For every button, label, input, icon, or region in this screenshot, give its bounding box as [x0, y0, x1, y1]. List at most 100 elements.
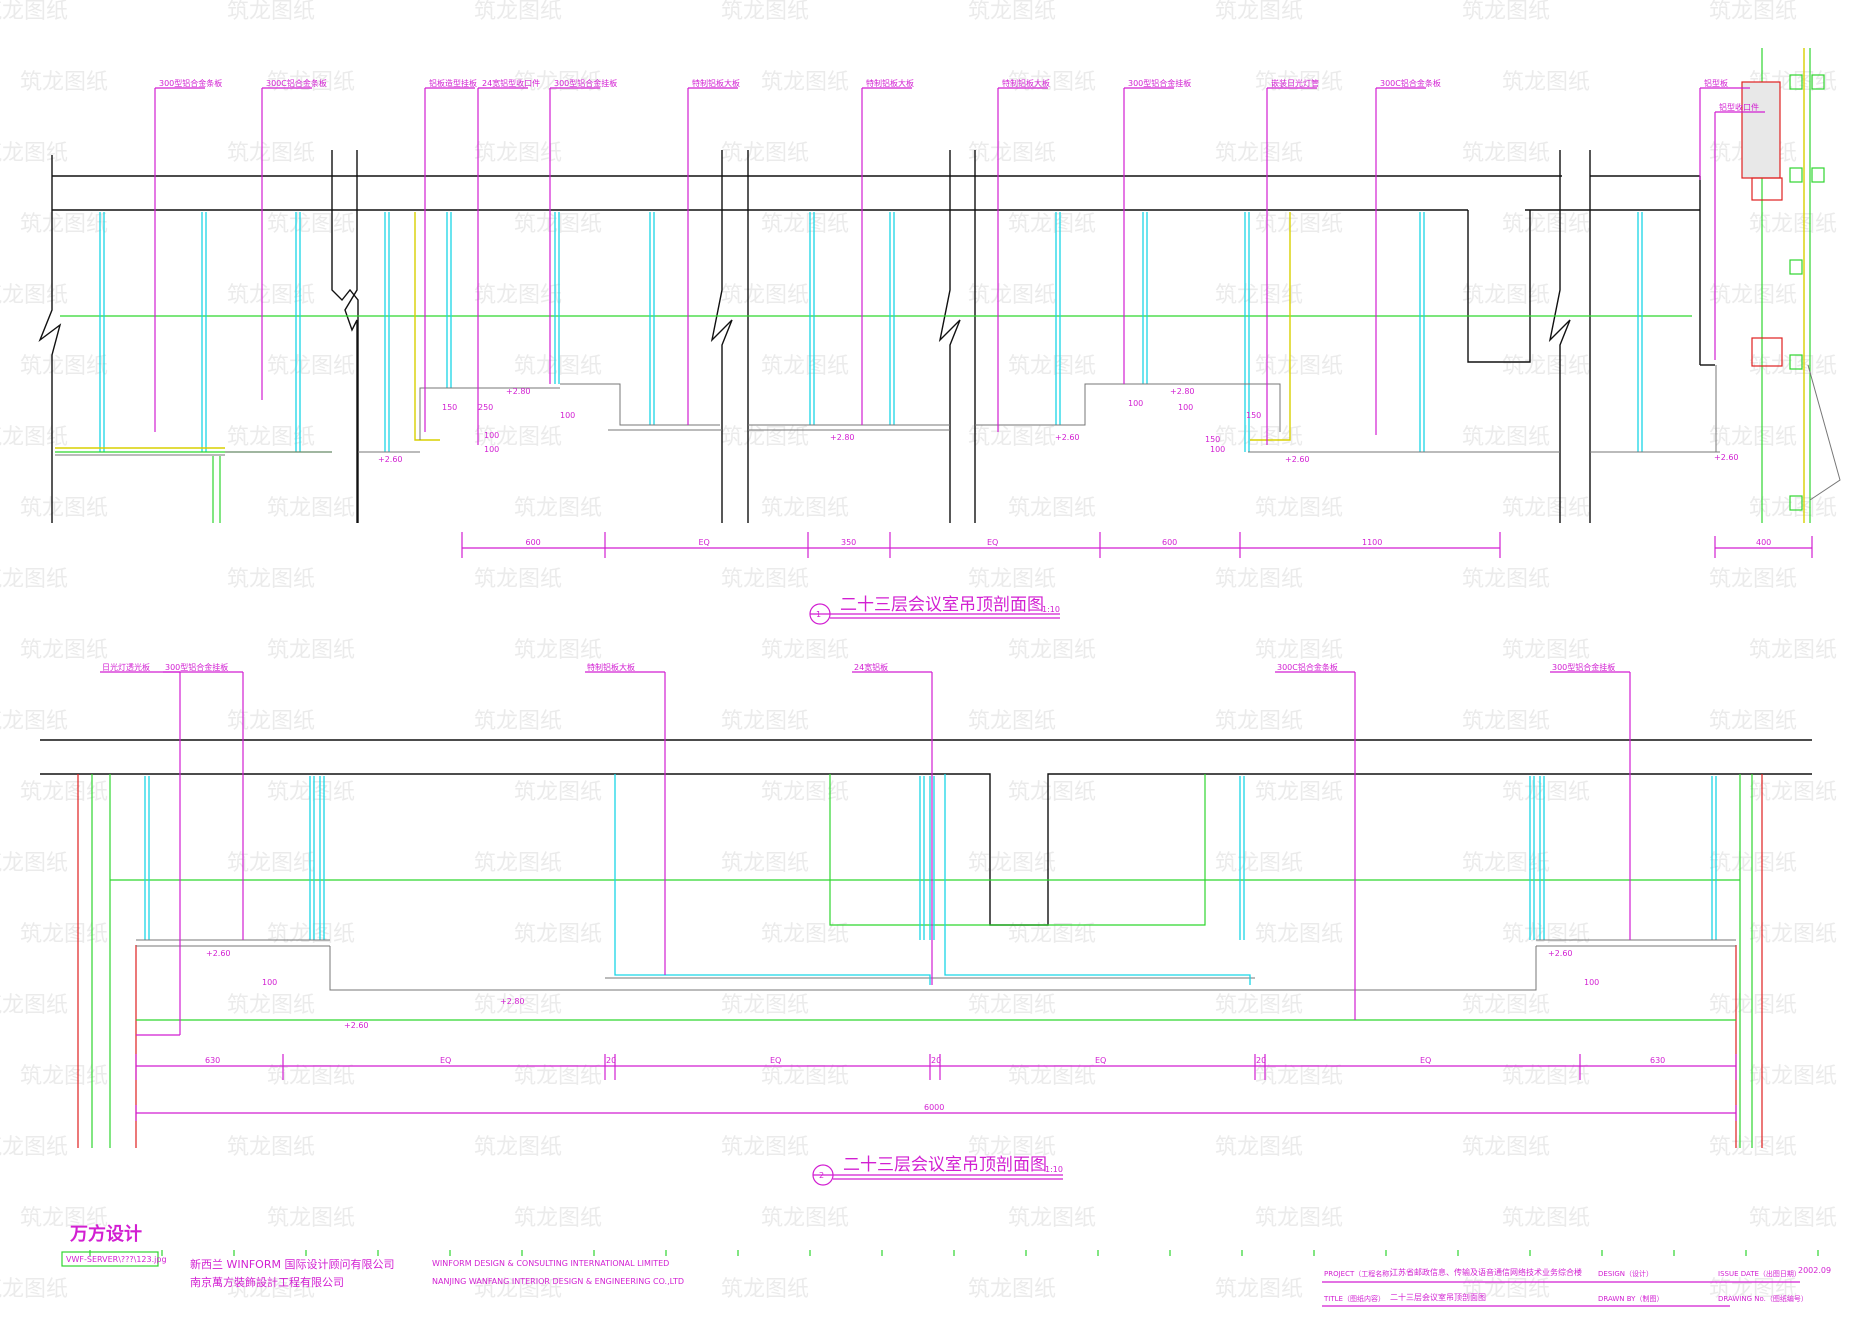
- watermark-text-18: 筑龙图纸: [474, 141, 562, 166]
- label-text-0: 300型铝合金条板: [159, 78, 222, 88]
- watermark-text-105: 筑龙图纸: [267, 922, 355, 947]
- label-text-2-3: 24宽铝板: [854, 662, 888, 672]
- watermark-text-20: 筑龙图纸: [968, 141, 1056, 166]
- watermark-text-75: 筑龙图纸: [761, 638, 849, 663]
- hanger-rods: [99, 212, 1643, 452]
- watermark-text-109: 筑龙图纸: [1255, 922, 1343, 947]
- dim-text-2-4: 20: [931, 1056, 941, 1065]
- watermark-text-89: 筑龙图纸: [267, 780, 355, 805]
- watermark-text-147: 筑龙图纸: [721, 1277, 809, 1302]
- small-dim-6: 100: [1178, 403, 1193, 412]
- watermark-text-67: 筑龙图纸: [721, 567, 809, 592]
- watermark-text-119: 筑龙图纸: [1709, 993, 1797, 1018]
- watermark-text-135: 筑龙图纸: [1709, 1135, 1797, 1160]
- watermark-text-148: 筑龙图纸: [968, 1277, 1056, 1302]
- watermark-text-149: 筑龙图纸: [1215, 1277, 1303, 1302]
- dim-text-0: 600: [526, 538, 541, 547]
- watermark-text-124: 筑龙图纸: [1008, 1064, 1096, 1089]
- section-2-title-text: 二十三层会议室吊顶剖面图: [843, 1155, 1047, 1175]
- elevation-mark-1: +2.80: [506, 387, 531, 396]
- label-text-1: 300C铝合金条板: [266, 78, 327, 88]
- watermark-text-22: 筑龙图纸: [1462, 141, 1550, 166]
- watermark-text-63: 筑龙图纸: [1749, 496, 1837, 521]
- firm-block: 万方设计 VWF-SERVER\???\123.jpg 新西兰 WINFORM …: [61, 1223, 684, 1289]
- watermark-text-52: 筑龙图纸: [968, 425, 1056, 450]
- watermark-text-99: 筑龙图纸: [721, 851, 809, 876]
- hanger-rods-2: [144, 776, 1717, 940]
- watermark-text-61: 筑龙图纸: [1255, 496, 1343, 521]
- watermark-text-146: 筑龙图纸: [474, 1277, 562, 1302]
- elevation-mark-2-1: +2.80: [500, 997, 525, 1006]
- watermark-text-24: 筑龙图纸: [20, 212, 108, 237]
- watermark-text-122: 筑龙图纸: [514, 1064, 602, 1089]
- dim-text-2-0: 630: [205, 1056, 220, 1065]
- watermark-text-111: 筑龙图纸: [1749, 922, 1837, 947]
- watermark-text-97: 筑龙图纸: [227, 851, 315, 876]
- watermark-text-26: 筑龙图纸: [514, 212, 602, 237]
- watermark-text-50: 筑龙图纸: [474, 425, 562, 450]
- dim-text-5: 1100: [1362, 538, 1382, 547]
- small-dim-0: 150: [442, 403, 457, 412]
- watermark-text-117: 筑龙图纸: [1215, 993, 1303, 1018]
- watermark-text-12: 筑龙图纸: [1008, 70, 1096, 95]
- watermark-text-32: 筑龙图纸: [0, 283, 68, 308]
- label-text-2-5: 300型铝合金挂板: [1552, 662, 1615, 672]
- watermark-text-110: 筑龙图纸: [1502, 922, 1590, 947]
- file-tag: VWF-SERVER\???\123.jpg: [66, 1255, 167, 1264]
- watermark-text-3: 筑龙图纸: [721, 0, 809, 24]
- watermark-text-85: 筑龙图纸: [1215, 709, 1303, 734]
- watermark-text-13: 筑龙图纸: [1255, 70, 1343, 95]
- watermark-text-138: 筑龙图纸: [514, 1206, 602, 1231]
- watermark-text-6: 筑龙图纸: [1462, 0, 1550, 24]
- watermark-text-79: 筑龙图纸: [1749, 638, 1837, 663]
- small-dim-5: 100: [1128, 399, 1143, 408]
- watermark-text-46: 筑龙图纸: [1502, 354, 1590, 379]
- dim-text-2-5: EQ: [1095, 1056, 1106, 1065]
- label-text-9: 嵌装日光灯管: [1271, 78, 1319, 88]
- watermark-text-81: 筑龙图纸: [227, 709, 315, 734]
- watermark-text-2: 筑龙图纸: [474, 0, 562, 24]
- watermark-text-29: 筑龙图纸: [1255, 212, 1343, 237]
- firm-name-cn-2: 南京萬方裝飾設計工程有限公司: [190, 1275, 344, 1289]
- watermark-text-44: 筑龙图纸: [1008, 354, 1096, 379]
- watermark-text-41: 筑龙图纸: [267, 354, 355, 379]
- label-text-8: 300型铝合金挂板: [1128, 78, 1191, 88]
- watermark-text-11: 筑龙图纸: [761, 70, 849, 95]
- watermark-text-9: 筑龙图纸: [267, 70, 355, 95]
- watermark-text-98: 筑龙图纸: [474, 851, 562, 876]
- watermark-text-104: 筑龙图纸: [20, 922, 108, 947]
- watermark-text-107: 筑龙图纸: [761, 922, 849, 947]
- label-text-7: 特制铝板大板: [1002, 78, 1050, 88]
- watermark-text-42: 筑龙图纸: [514, 354, 602, 379]
- watermark-text-31: 筑龙图纸: [1749, 212, 1837, 237]
- watermark-text-28: 筑龙图纸: [1008, 212, 1096, 237]
- watermark-text-1: 筑龙图纸: [227, 0, 315, 24]
- watermark-text-16: 筑龙图纸: [0, 141, 68, 166]
- title-block: PROJECT（工程名称） 江苏省邮政信息、传输及语音通信网络技术业务综合楼 D…: [1322, 1266, 1831, 1307]
- watermark-text-33: 筑龙图纸: [227, 283, 315, 308]
- elevation-mark-2-2: +2.60: [1548, 949, 1573, 958]
- watermark-text-121: 筑龙图纸: [267, 1064, 355, 1089]
- watermark-text-84: 筑龙图纸: [968, 709, 1056, 734]
- watermark-text-38: 筑龙图纸: [1462, 283, 1550, 308]
- watermark-text-96: 筑龙图纸: [0, 851, 68, 876]
- small-dim-9: 100: [1210, 445, 1225, 454]
- watermark-text-140: 筑龙图纸: [1008, 1206, 1096, 1231]
- firm-name-cn-1: 新西兰 WINFORM 国际设计顾问有限公司: [190, 1257, 394, 1271]
- ceiling-panels-2: [136, 774, 1736, 991]
- drawn-label: DRAWN BY（制图）: [1598, 1294, 1663, 1303]
- watermark-text-80: 筑龙图纸: [0, 709, 68, 734]
- label-text-11: 铝型板: [1704, 78, 1728, 88]
- watermark-text-0: 筑龙图纸: [0, 0, 68, 24]
- watermark-text-74: 筑龙图纸: [514, 638, 602, 663]
- watermark-text-14: 筑龙图纸: [1502, 70, 1590, 95]
- label-text-2-0: 日光灯透光板: [102, 662, 150, 672]
- watermark-text-136: 筑龙图纸: [20, 1206, 108, 1231]
- dim-text-2: 350: [841, 538, 856, 547]
- keel-lines-2: [110, 774, 1740, 1021]
